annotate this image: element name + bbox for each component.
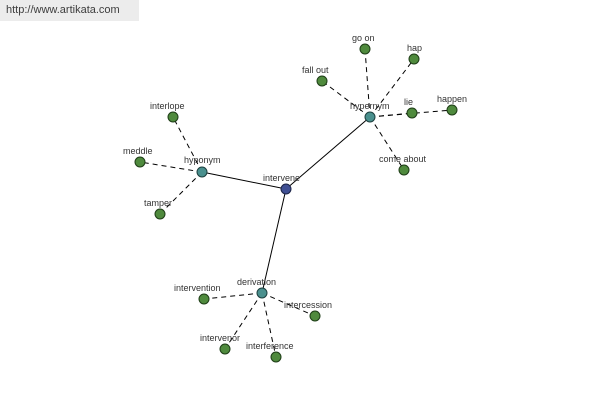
edge-hypernym-hap	[369, 58, 415, 118]
label-hap: hap	[407, 43, 422, 53]
edge-derivation-intervention	[203, 292, 263, 300]
label-hyponym: hyponym	[184, 155, 221, 165]
graph-labels: intervene hyponym hypernym derivation in…	[123, 33, 467, 351]
label-interference: interference	[246, 341, 294, 351]
node-intervene[interactable]	[280, 183, 292, 195]
label-go-on: go on	[352, 33, 375, 43]
node-fall-out[interactable]	[316, 75, 328, 87]
edge-hypernym-go-on	[364, 48, 371, 118]
node-come-about[interactable]	[398, 164, 410, 176]
node-interference[interactable]	[270, 351, 282, 363]
graph-edges	[139, 48, 453, 358]
graph-nodes	[134, 43, 458, 363]
edge-derivation-interference	[261, 292, 277, 358]
edge-hyponym-meddle	[139, 161, 203, 173]
label-meddle: meddle	[123, 146, 153, 156]
node-go-on[interactable]	[359, 43, 371, 55]
label-tamper: tamper	[144, 198, 172, 208]
label-derivation: derivation	[237, 277, 276, 287]
node-intercession[interactable]	[309, 310, 321, 322]
site-url-banner[interactable]: http://www.artikata.com	[0, 0, 139, 21]
label-interlope: interlope	[150, 101, 185, 111]
node-hypernym[interactable]	[364, 111, 376, 123]
edge-hypernym-come-about	[369, 116, 405, 171]
node-happen[interactable]	[446, 104, 458, 116]
edge-hyponym-interlope	[172, 116, 203, 173]
label-intervenor: intervenor	[200, 333, 240, 343]
node-tamper[interactable]	[154, 208, 166, 220]
edge-intervene-hyponym	[201, 171, 287, 190]
label-lie: lie	[404, 97, 413, 107]
label-fall-out: fall out	[302, 65, 329, 75]
label-intercession: intercession	[284, 300, 332, 310]
label-intervention: intervention	[174, 283, 221, 293]
node-derivation[interactable]	[256, 287, 268, 299]
node-intervention[interactable]	[198, 293, 210, 305]
node-interlope[interactable]	[167, 111, 179, 123]
edge-intervene-derivation	[261, 188, 287, 294]
edge-intervene-hypernym	[285, 116, 371, 190]
node-meddle[interactable]	[134, 156, 146, 168]
edge-derivation-intercession	[261, 292, 316, 317]
node-intervenor[interactable]	[219, 343, 231, 355]
node-hap[interactable]	[408, 53, 420, 65]
label-come-about: come about	[379, 154, 427, 164]
label-intervene: intervene	[263, 173, 300, 183]
edge-derivation-intervenor	[224, 292, 263, 350]
edge-hyponym-tamper	[159, 171, 203, 215]
label-happen: happen	[437, 94, 467, 104]
edge-hypernym-fall-out	[321, 80, 371, 118]
node-lie[interactable]	[406, 107, 418, 119]
label-hypernym: hypernym	[350, 101, 390, 111]
node-hyponym[interactable]	[196, 166, 208, 178]
edge-hypernym-happen	[369, 109, 453, 118]
